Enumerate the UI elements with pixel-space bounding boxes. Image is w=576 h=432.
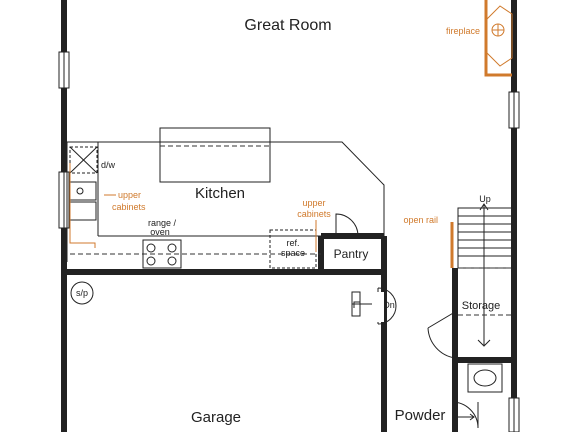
annotation-leaders — [69, 163, 454, 268]
sump-pump-symbol — [70, 281, 94, 305]
garage-door-steps — [351, 287, 397, 325]
fireplace-note: fireplace — [446, 26, 480, 36]
pantry-label: Pantry — [334, 247, 369, 261]
upper-cabinets-left-line1: upper — [118, 190, 141, 200]
stairs — [427, 203, 513, 359]
storage-label: Storage — [462, 300, 501, 312]
garage-label: Garage — [191, 409, 241, 426]
upper-cabinets-left-line2: cabinets — [112, 202, 146, 212]
dn-label: Dn — [383, 300, 395, 310]
range-label-line1: range / — [148, 218, 177, 228]
great-room-label: Great Room — [244, 17, 331, 34]
powder-fixtures — [451, 363, 503, 429]
ref-label-line2: space — [281, 248, 305, 258]
walls — [61, 0, 517, 432]
upper-cabinets-right-line2: cabinets — [297, 209, 331, 219]
ref-label-line1: ref. — [286, 238, 299, 248]
kitchen-label: Kitchen — [195, 185, 245, 202]
powder-label: Powder — [395, 407, 446, 424]
up-label: Up — [479, 194, 491, 204]
open-rail-note: open rail — [403, 215, 438, 225]
fireplace-symbol — [484, 0, 513, 77]
windows — [58, 51, 520, 432]
kitchen-counters — [66, 127, 385, 269]
pantry-door — [335, 213, 359, 237]
dw-label: d/w — [101, 160, 116, 170]
sp-label: s/p — [76, 288, 88, 298]
upper-cabinets-right-line1: upper — [302, 198, 325, 208]
range-label-line2: oven — [150, 227, 170, 237]
